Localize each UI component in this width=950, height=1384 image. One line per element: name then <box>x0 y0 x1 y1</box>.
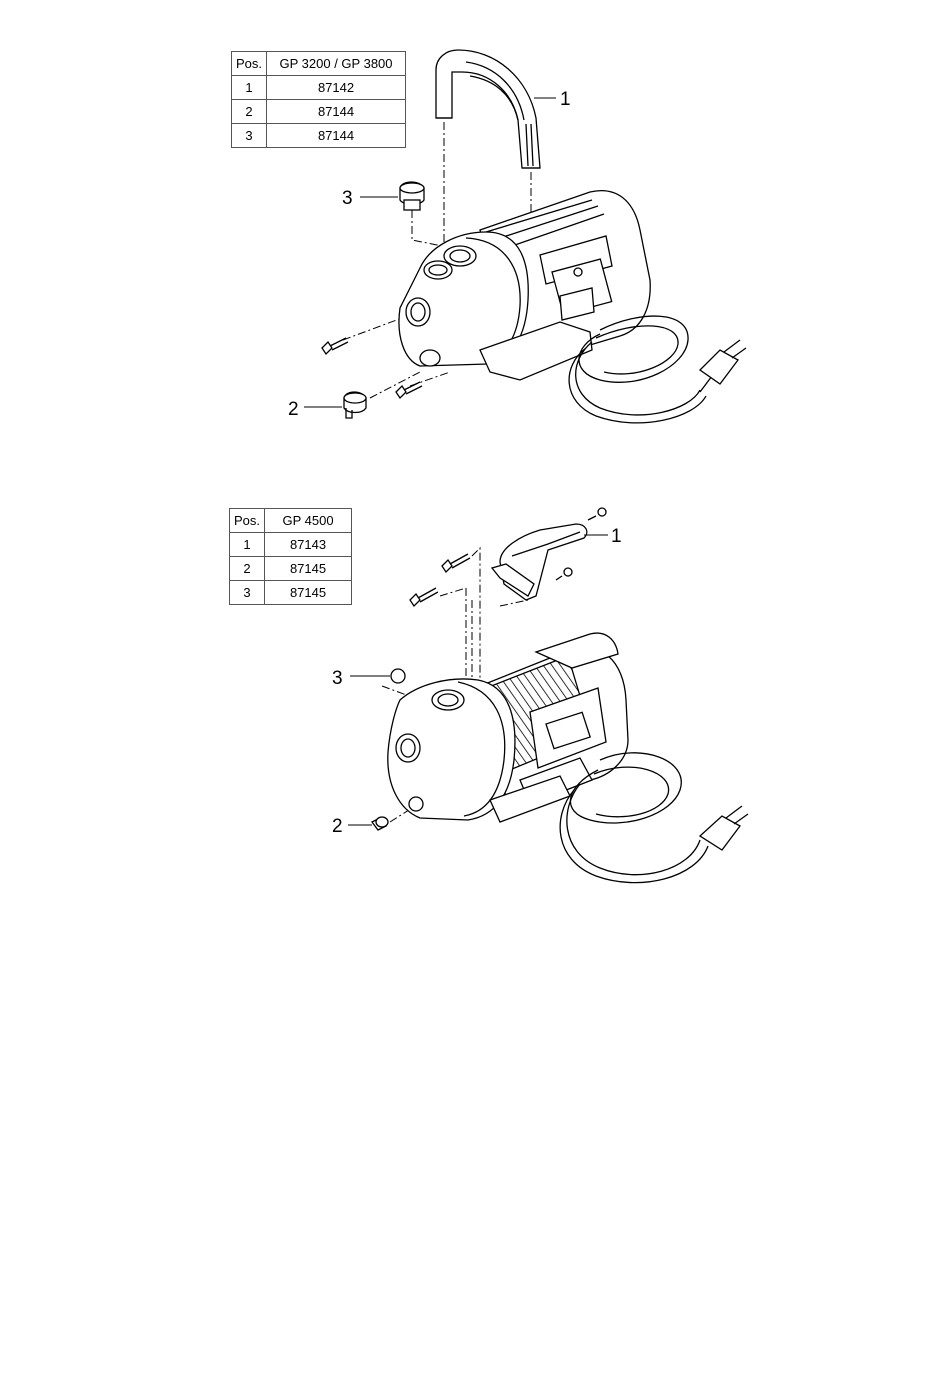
screw-part <box>322 338 348 354</box>
screw-part <box>556 568 572 580</box>
carrying-handle-part <box>492 524 587 600</box>
drain-plug-part <box>372 817 388 830</box>
callout-label: 1 <box>560 89 571 110</box>
pump-body <box>399 191 650 380</box>
pump-drawing-gp3200-gp3800 <box>304 50 746 423</box>
priming-plug-part <box>391 669 405 683</box>
screw-part <box>442 554 470 572</box>
power-plug-icon <box>700 806 748 850</box>
screw-part <box>588 508 606 520</box>
carrying-handle-part <box>436 50 540 168</box>
callout-label: 3 <box>332 668 343 689</box>
power-plug-icon <box>700 340 746 384</box>
drain-plug-part <box>344 392 366 418</box>
priming-plug-part <box>400 182 424 210</box>
callout-label: 2 <box>332 816 343 837</box>
pump-drawing-gp4500 <box>348 508 748 883</box>
callout-label: 2 <box>288 399 299 420</box>
screw-part <box>410 588 438 606</box>
callout-label: 3 <box>342 188 353 209</box>
screw-part <box>396 382 422 398</box>
callout-label: 1 <box>611 526 622 547</box>
